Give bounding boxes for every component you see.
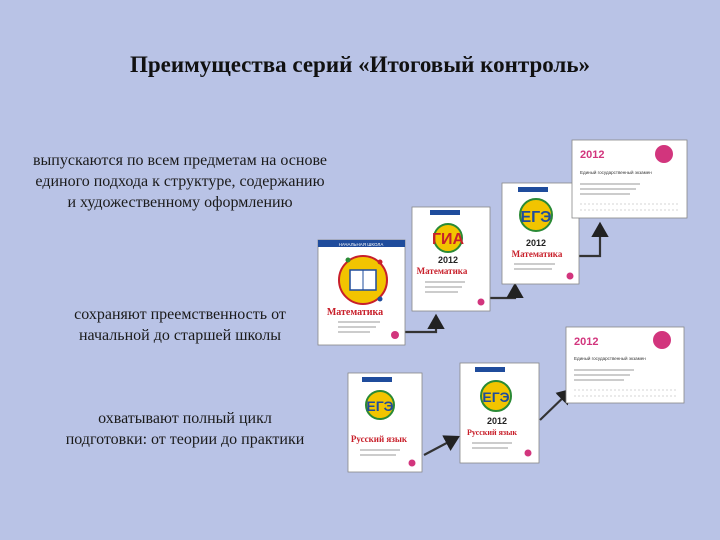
book-math-gia: ГИА 2012 Математика <box>411 206 491 312</box>
book-subtitle-label: Единый государственный экзамен <box>580 169 652 175</box>
book-year-label: 2012 <box>438 255 458 265</box>
slide-title: Преимущества серий «Итоговый контроль» <box>129 52 591 77</box>
book-subject-label: Математика <box>327 307 383 318</box>
bullet-unified-approach: выпускаются по всем предметам на основе … <box>32 152 328 211</box>
book-letters-label: ГИА <box>432 231 465 248</box>
book-rus-ege: ЕГЭ 2012 Русский язык <box>459 362 540 464</box>
book-year-label: 2012 <box>487 416 507 426</box>
book-year-label: 2012 <box>526 238 546 248</box>
book-subtitle-label: Единый государственный экзамен <box>574 355 646 361</box>
book-subject-label: Русский язык <box>467 428 517 437</box>
book-letters-label: ЕГЭ <box>482 389 509 405</box>
arrow-ege-to-test <box>578 221 609 258</box>
book-subject-label: Математика <box>417 266 468 276</box>
book-test-top: 2012 Единый государственный экзамен <box>571 139 688 219</box>
book-rus-primary: ЕГЭ Русский язык <box>347 372 423 473</box>
book-year-label: 2012 <box>574 336 598 348</box>
book-letters-label: ЕГЭ <box>520 209 551 226</box>
book-math-ege: ЕГЭ 2012 Математика <box>501 182 580 285</box>
book-test-bottom: 2012 Единый государственный экзамен <box>565 326 685 404</box>
bullet-full-cycle: охватывают полный цикл подготовки: от те… <box>65 410 305 448</box>
bullet-continuity: сохраняют преемственность от начальной д… <box>74 306 286 344</box>
book-header-label: НАЧАЛЬНАЯ ШКОЛА <box>339 242 384 247</box>
book-math-primary: НАЧАЛЬНАЯ ШКОЛА Математика <box>317 239 406 346</box>
book-letters-label: ЕГЭ <box>366 398 393 414</box>
arrow-rus-primary-to-rus-ege <box>423 435 460 456</box>
arrow-primary-to-gia <box>405 313 445 334</box>
arrow-gia-to-ege <box>490 282 524 300</box>
book-subject-label: Русский язык <box>351 434 408 444</box>
book-subject-label: Математика <box>512 249 563 259</box>
book-year-label: 2012 <box>580 149 604 161</box>
